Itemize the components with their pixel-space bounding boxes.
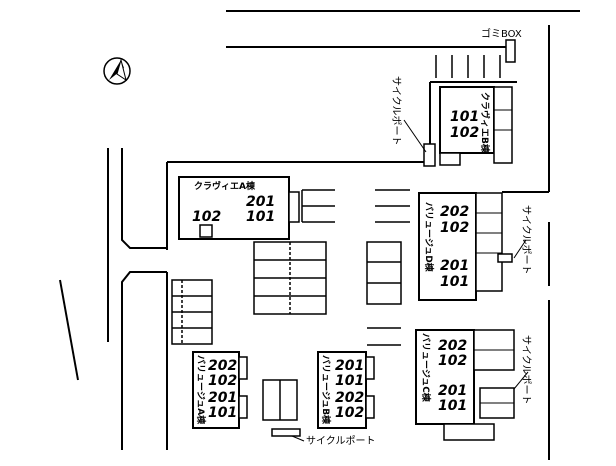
entry-road-edge-c bbox=[121, 271, 167, 450]
unit-201: 201 bbox=[440, 258, 469, 274]
building-name: バリュージュB棟 bbox=[320, 355, 332, 425]
unit-101: 101 bbox=[246, 209, 275, 225]
building-name: バリュージュC棟 bbox=[420, 333, 432, 403]
parking-center bbox=[253, 241, 327, 315]
unit-101: 101 bbox=[440, 274, 469, 290]
unit-102: 102 bbox=[440, 220, 469, 236]
cycle-port-shelter bbox=[271, 428, 301, 437]
cycle-port-label-top: サイクルポート bbox=[390, 76, 402, 146]
unit-102: 102 bbox=[208, 373, 237, 389]
unit-102: 102 bbox=[192, 209, 221, 225]
building-value-b: バリュージュB棟 201 101 202 102 bbox=[317, 351, 375, 429]
parking-left-d bbox=[366, 241, 402, 346]
leader-line bbox=[513, 371, 529, 390]
building-name: バリュージュD棟 bbox=[423, 202, 435, 273]
cycle-port-label-right: サイクルポート bbox=[520, 205, 532, 275]
unit-202: 202 bbox=[208, 358, 237, 374]
parking-left bbox=[171, 279, 213, 345]
unit-202: 202 bbox=[440, 204, 469, 220]
garbage-box bbox=[505, 39, 516, 63]
road-curve-left bbox=[59, 279, 79, 381]
cycle-port-label-bottom-right: サイクルポート bbox=[520, 335, 532, 405]
parking-block bbox=[366, 241, 402, 305]
parking-between-ab bbox=[262, 379, 298, 421]
building-name: バリュージュA棟 bbox=[195, 355, 207, 425]
leader-line bbox=[513, 239, 527, 259]
leader-line bbox=[291, 435, 305, 442]
unit-102: 102 bbox=[450, 125, 479, 141]
unit-101: 101 bbox=[450, 109, 479, 125]
unit-101: 101 bbox=[335, 373, 364, 389]
building-value-c: バリュージュC棟 202 102 201 101 bbox=[415, 329, 515, 441]
unit-102: 102 bbox=[438, 353, 467, 369]
building-value-a: バリュージュA棟 202 102 201 101 bbox=[192, 351, 248, 429]
unit-101: 101 bbox=[438, 398, 467, 414]
cycle-port-shelter bbox=[423, 143, 436, 167]
roads bbox=[59, 10, 580, 460]
unit-201: 201 bbox=[208, 390, 237, 406]
unit-201: 201 bbox=[438, 383, 467, 399]
unit-202: 202 bbox=[438, 338, 467, 354]
unit-201: 201 bbox=[335, 358, 364, 374]
building-name: クラヴィエB棟 bbox=[479, 92, 491, 154]
building-value-d: バリュージュD棟 202 102 201 101 bbox=[418, 192, 513, 301]
cycle-port-label-bottom: サイクルポート bbox=[306, 435, 376, 447]
unit-102: 102 bbox=[335, 405, 364, 421]
garbage-box-label: ゴミBOX bbox=[481, 27, 522, 40]
parking-mid-a bbox=[301, 189, 410, 223]
leader-line bbox=[403, 119, 427, 153]
building-name: クラヴィエA棟 bbox=[194, 180, 256, 192]
parking-top bbox=[435, 55, 501, 78]
unit-101: 101 bbox=[208, 405, 237, 421]
entry-road-edge-b bbox=[121, 148, 167, 249]
unit-201: 201 bbox=[246, 194, 275, 210]
north-arrow-icon bbox=[103, 57, 131, 85]
building-clavie-a: クラヴィエA棟 201 101 102 bbox=[178, 176, 300, 240]
unit-202: 202 bbox=[335, 390, 364, 406]
building-clavie-b: 101 102 クラヴィエB棟 bbox=[439, 86, 513, 166]
